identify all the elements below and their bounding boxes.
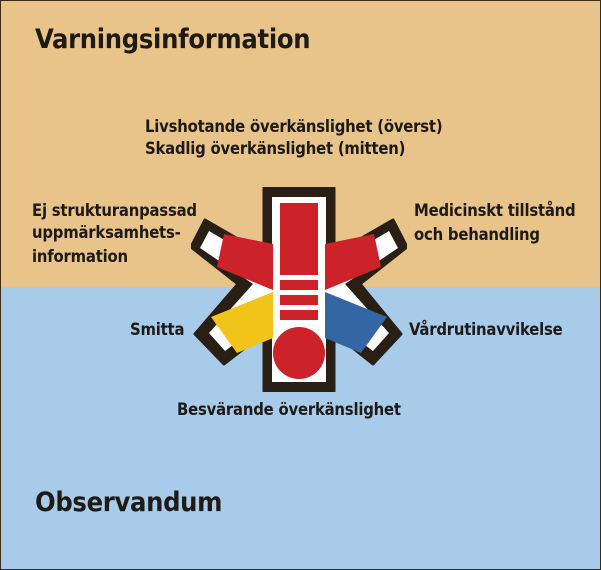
unstructured-label-line2: uppmärksamhets- [32,223,181,242]
harmful-label: Skadlig överkänslighet (mitten) [145,139,406,158]
exclamation-stripe-3 [280,305,318,310]
yellow-lower-left-petal [211,292,273,353]
unstructured-label-line1: Ej strukturanpassad [32,201,197,220]
warning-information-heading: Varningsinformation [35,24,311,55]
medical-label-line2: och behandling [414,225,540,244]
troublesome-label: Besvärande överkänslighet [177,400,401,419]
medical-label-line1: Medicinskt tillstånd [414,201,576,220]
infection-label: Smitta [130,320,185,339]
exclamation-dot [273,327,325,379]
exclamation-stripe-2 [280,290,318,295]
red-upper-right-petal [325,234,381,290]
star-of-life-with-exclamation-icon [191,187,407,392]
exclamation-stripe-4 [280,320,318,326]
observandum-heading: Observandum [35,487,223,518]
exclamation-stripe-1 [280,275,318,280]
life-threatening-label: Livshotande överkänslighet (överst) [145,117,443,136]
red-upper-left-petal [217,234,273,290]
care-deviation-label: Vårdrutinavvikelse [409,320,563,339]
unstructured-label-line3: information [32,247,128,266]
blue-lower-right-petal [325,292,387,353]
